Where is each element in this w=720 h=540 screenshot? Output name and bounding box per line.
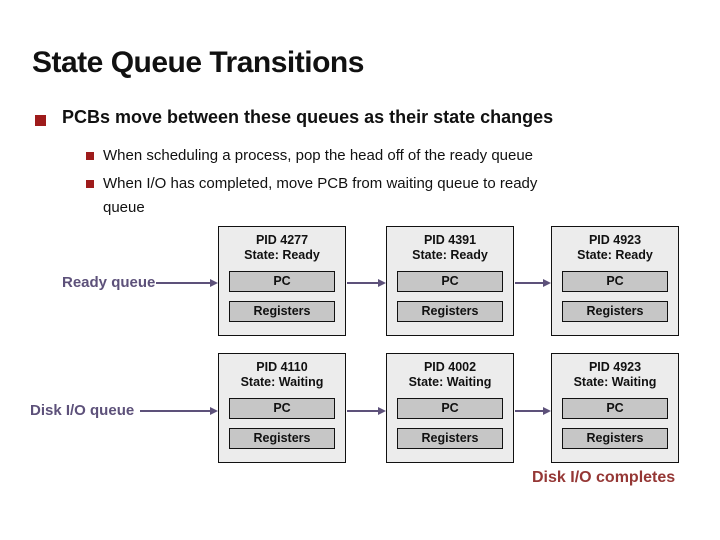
sub-bullet-2: When I/O has completed, move PCB from wa… [103, 175, 538, 216]
pc-field: PC [397, 271, 503, 292]
pcb-pid: PID 4277 [255, 233, 309, 247]
sub-bullet-square-icon [86, 180, 94, 188]
pcb-state: State: Ready [577, 248, 653, 262]
pcb-state: State: Waiting [240, 375, 324, 389]
disk-io-queue-label: Disk I/O queue [30, 402, 135, 419]
main-bullet-text: PCBs move between these queues as their … [62, 107, 554, 127]
sub-bullet-1: When scheduling a process, pop the head … [103, 147, 534, 164]
pcb-state: State: Ready [244, 248, 320, 262]
registers-field: Registers [229, 428, 335, 449]
registers-field: Registers [397, 428, 503, 449]
pcb-state: State: Waiting [573, 375, 657, 389]
pcb-pid: PID 4923 [588, 233, 642, 247]
ready-queue-label: Ready queue [62, 274, 156, 291]
pcb-box: PID 4923 State: Waiting PC Registers [551, 353, 679, 463]
pcb-box: PID 4277 State: Ready PC Registers [218, 226, 346, 336]
pcb-pid: PID 4391 [423, 233, 477, 247]
pcb-state: State: Ready [412, 248, 488, 262]
registers-field: Registers [562, 301, 668, 322]
pc-field: PC [562, 398, 668, 419]
disk-io-completes-note: Disk I/O completes [532, 469, 676, 486]
pcb-pid: PID 4002 [423, 360, 477, 374]
page-title: State Queue Transitions [32, 46, 364, 79]
pcb-pid: PID 4923 [588, 360, 642, 374]
registers-field: Registers [562, 428, 668, 449]
pcb-box: PID 4391 State: Ready PC Registers [386, 226, 514, 336]
pc-field: PC [229, 398, 335, 419]
pcb-pid: PID 4110 [256, 360, 308, 374]
arrow-icon [156, 282, 210, 285]
arrow-icon [140, 410, 210, 413]
pcb-box: PID 4923 State: Ready PC Registers [551, 226, 679, 336]
registers-field: Registers [229, 301, 335, 322]
bullet-square-icon [35, 115, 46, 126]
arrow-icon [347, 282, 378, 285]
pc-field: PC [229, 271, 335, 292]
pc-field: PC [397, 398, 503, 419]
pcb-box: PID 4110 State: Waiting PC Registers [218, 353, 346, 463]
arrow-icon [515, 282, 543, 285]
arrow-icon [515, 410, 543, 413]
pcb-state: State: Waiting [408, 375, 492, 389]
arrow-icon [347, 410, 378, 413]
pcb-box: PID 4002 State: Waiting PC Registers [386, 353, 514, 463]
pc-field: PC [562, 271, 668, 292]
sub-bullet-square-icon [86, 152, 94, 160]
registers-field: Registers [397, 301, 503, 322]
